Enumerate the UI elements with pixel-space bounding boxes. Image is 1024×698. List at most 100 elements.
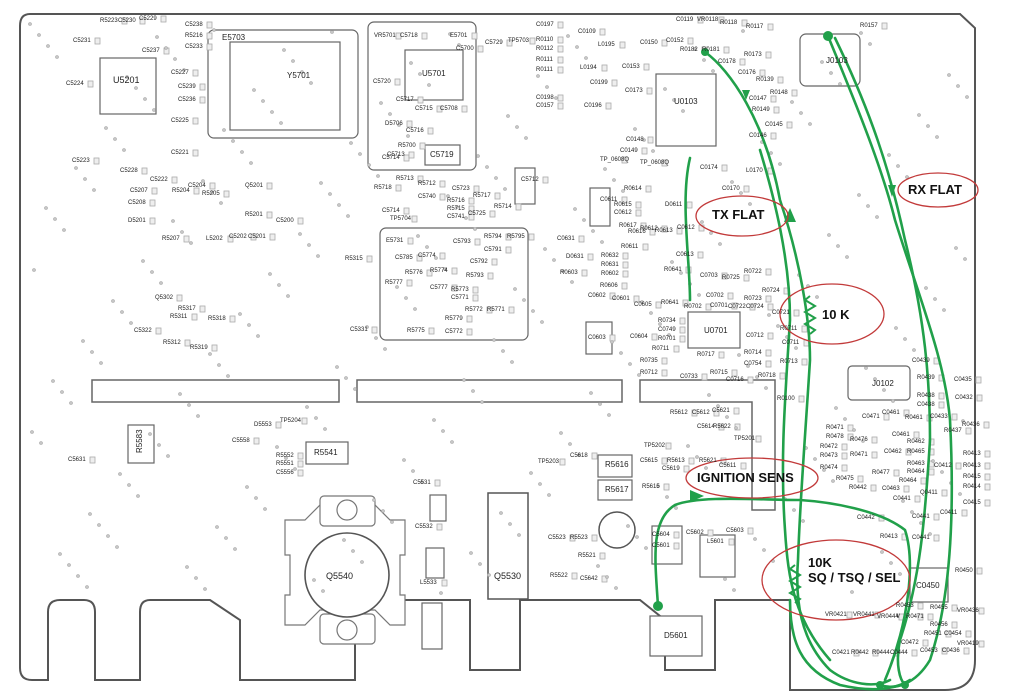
smd-pad — [395, 32, 402, 40]
ref-label: R0157 — [860, 23, 878, 29]
via — [157, 443, 161, 447]
smd-pad — [913, 431, 920, 439]
ref-label: R0603 — [560, 270, 578, 276]
smd-pad — [417, 96, 424, 104]
via — [790, 100, 794, 104]
via — [189, 241, 193, 245]
ref-label: R0111 — [536, 67, 553, 73]
ref-label: C0153 — [622, 64, 640, 70]
ref-label: R5795 — [507, 234, 525, 240]
ref-label: C0148 — [626, 137, 644, 143]
smd-pad — [853, 649, 860, 657]
smd-pad — [87, 80, 94, 88]
via — [873, 377, 877, 381]
via — [568, 442, 572, 446]
via — [413, 307, 417, 311]
ref-label: C5230 — [118, 18, 136, 24]
j0102-body — [847, 365, 911, 401]
via — [309, 81, 313, 85]
smd-pad — [199, 305, 206, 313]
via — [762, 548, 766, 552]
ref-label: C0197 — [536, 22, 554, 28]
via — [591, 229, 595, 233]
via — [644, 546, 648, 550]
smd-pad — [466, 315, 473, 323]
via — [940, 470, 944, 474]
via — [778, 162, 782, 166]
smd-pad — [673, 542, 680, 550]
label-c5719: C5719 — [430, 150, 454, 159]
smd-pad — [192, 149, 199, 157]
via — [344, 376, 348, 380]
ref-label: C0471 — [862, 414, 880, 420]
via — [166, 454, 170, 458]
via — [51, 379, 55, 383]
via — [767, 313, 771, 317]
label-j0102: J0102 — [872, 379, 894, 388]
ref-label: R5712 — [418, 181, 436, 187]
via — [538, 482, 542, 486]
via — [954, 246, 958, 250]
smd-pad — [743, 185, 750, 193]
smd-pad — [297, 460, 304, 468]
ref-label: C5225 — [171, 118, 189, 124]
ref-label: C5237 — [142, 48, 160, 54]
via — [224, 536, 228, 540]
ref-label: C5227 — [171, 70, 189, 76]
ref-label: R5319 — [190, 345, 208, 351]
ref-label: C0604 — [630, 334, 648, 340]
smd-pad — [451, 267, 458, 275]
via — [55, 55, 59, 59]
ref-label: C5223 — [72, 158, 90, 164]
via — [850, 590, 854, 594]
smd-pad — [976, 394, 983, 402]
via — [596, 564, 600, 568]
r5531-body — [421, 602, 443, 650]
via — [707, 393, 711, 397]
smd-pad — [591, 452, 598, 460]
smd-pad — [718, 423, 725, 431]
via — [111, 299, 115, 303]
ref-label: R0712 — [640, 370, 658, 376]
via — [321, 589, 325, 593]
ref-label: R5772 — [465, 307, 483, 313]
ref-label: C0702 — [706, 293, 724, 299]
smd-pad — [871, 451, 878, 459]
via — [637, 373, 641, 377]
smd-pad — [436, 105, 443, 113]
via — [268, 272, 272, 276]
label-d5601: D5601 — [664, 631, 688, 640]
ref-label: C5771 — [451, 295, 469, 301]
ref-label: R0413 — [963, 463, 981, 469]
via — [81, 339, 85, 343]
via — [173, 57, 177, 61]
annotation-ignition-sens: IGNITION SENS — [697, 470, 794, 485]
ref-label: R0641 — [664, 267, 682, 273]
smd-pad — [515, 203, 522, 211]
ref-label: C5208 — [128, 200, 146, 206]
smd-pad — [557, 36, 564, 44]
smd-pad — [407, 237, 414, 245]
via — [896, 164, 900, 168]
ref-label: C5221 — [171, 150, 189, 156]
c0603-body — [585, 321, 613, 355]
ref-label: R5717 — [473, 193, 491, 199]
ellipse-ignition — [685, 457, 819, 499]
ref-label: R5621 — [699, 458, 717, 464]
ref-label: R0442 — [851, 650, 869, 656]
via — [178, 392, 182, 396]
via — [58, 552, 62, 556]
ref-label: R0477 — [872, 470, 890, 476]
ref-label: R0139 — [756, 77, 774, 83]
via — [686, 444, 690, 448]
via — [365, 325, 369, 329]
annotation-tx-flat: TX FLAT — [712, 207, 765, 222]
ref-label: R5204 — [172, 188, 190, 194]
smd-pad — [474, 238, 481, 246]
smd-pad — [151, 187, 158, 195]
ref-label: R5315 — [345, 256, 363, 262]
ref-label: R0718 — [758, 373, 776, 379]
smd-pad — [731, 302, 738, 310]
via — [286, 294, 290, 298]
via — [476, 154, 480, 158]
